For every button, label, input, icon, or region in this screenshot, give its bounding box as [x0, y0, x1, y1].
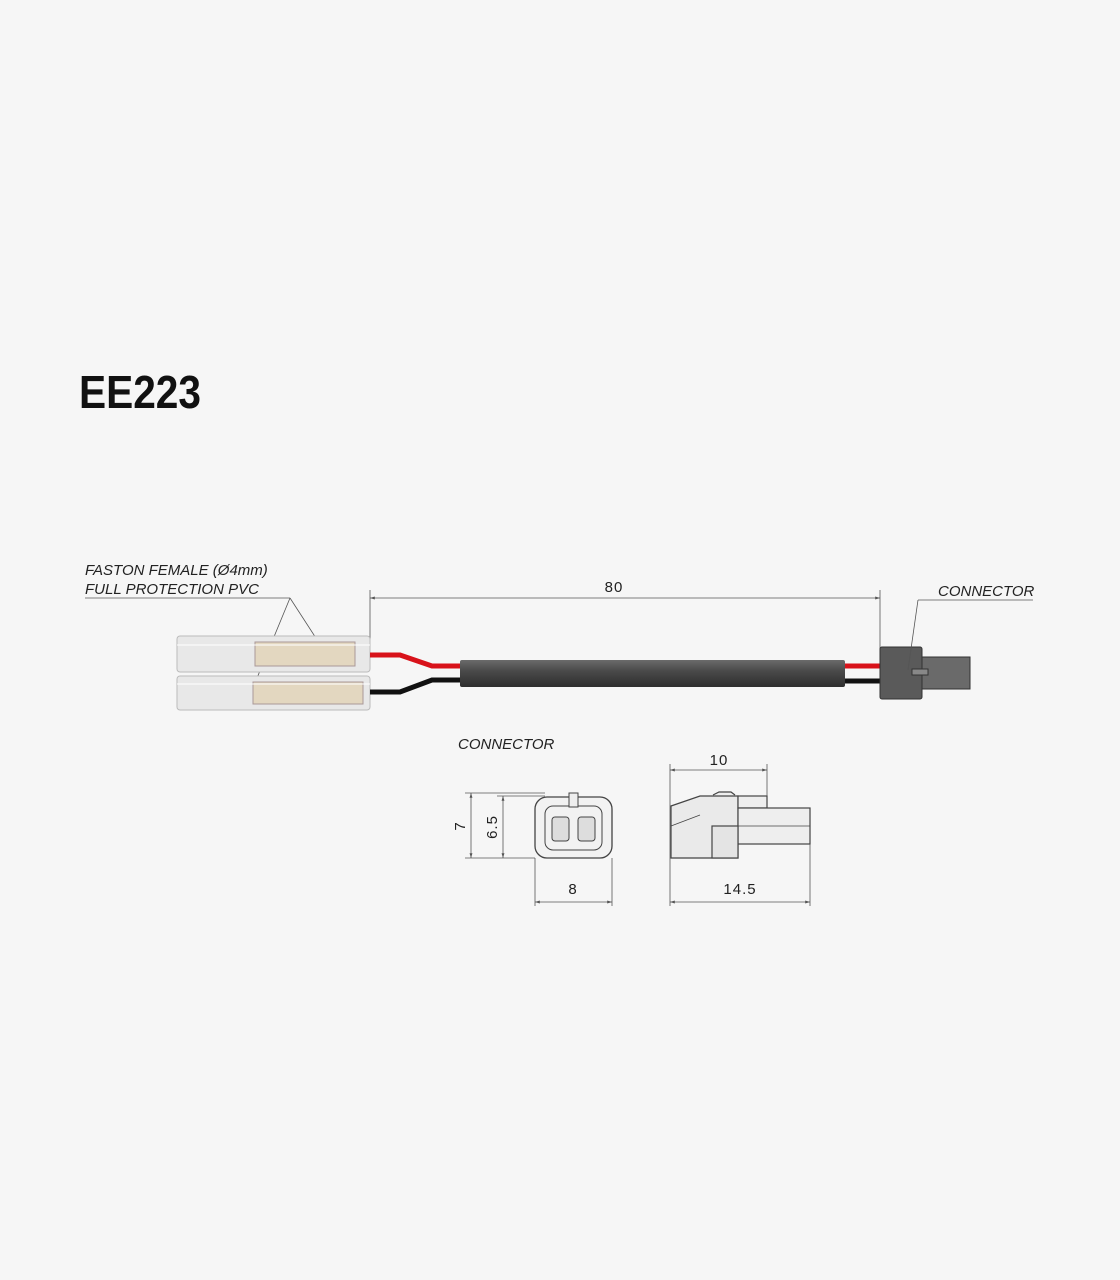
connector-leader-line [907, 599, 1033, 671]
cable-length-value: 80 [605, 579, 624, 596]
side-total-length-value: 14.5 [723, 881, 756, 898]
front-height-inner-value: 6.5 [484, 815, 501, 839]
connector-front-dimensions: 7 6.5 8 [452, 792, 613, 906]
cable-sheath [460, 660, 845, 687]
connector-label: CONNECTOR [938, 583, 1035, 600]
front-height-outer-value: 7 [452, 821, 469, 830]
black-wire [370, 677, 880, 695]
side-partial-length-value: 10 [710, 752, 729, 769]
connector-front-view [534, 792, 613, 859]
red-wire [370, 652, 880, 669]
faston-terminal-top [176, 635, 371, 673]
connector-detail-label: CONNECTOR [458, 736, 555, 753]
front-width-value: 8 [568, 881, 577, 898]
faston-terminal-bottom [176, 675, 371, 711]
product-code-title: EE223 [79, 366, 201, 418]
cable-length-dimension: 80 [369, 579, 881, 650]
connector-main [879, 646, 971, 700]
faston-label-line2: FULL PROTECTION PVC [85, 581, 259, 598]
connector-side-view [670, 791, 811, 859]
connector-side-dimensions: 10 14.5 [669, 752, 811, 906]
faston-label-line1: FASTON FEMALE (Ø4mm) [85, 562, 268, 579]
